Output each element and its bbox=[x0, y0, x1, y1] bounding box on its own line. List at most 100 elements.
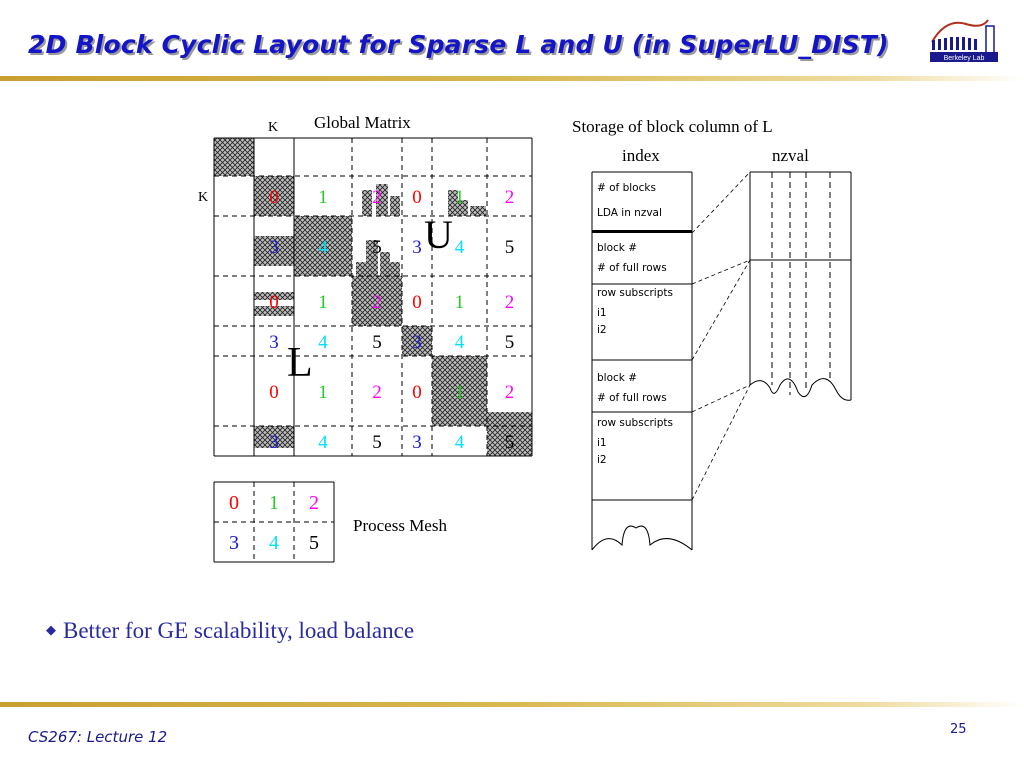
matrix-cell-5-1: 4 bbox=[318, 432, 328, 453]
diag-block-0 bbox=[214, 138, 254, 176]
k-top-label: K bbox=[268, 120, 278, 135]
index-array bbox=[591, 171, 693, 551]
matrix-cell-2-1: 1 bbox=[318, 292, 328, 313]
u-fill-5 bbox=[366, 240, 378, 276]
nzval-array-tail bbox=[749, 378, 852, 401]
matrix-cell-5-3: 3 bbox=[412, 432, 422, 453]
k-left-label: K bbox=[198, 190, 208, 205]
l-fill-1 bbox=[254, 236, 294, 266]
matrix-cell-3-4: 4 bbox=[455, 332, 465, 353]
matrix-cell-3-2: 5 bbox=[372, 332, 382, 353]
u-fill-7 bbox=[390, 262, 400, 276]
index-array-outline bbox=[591, 171, 693, 500]
svg-text:i1: i1 bbox=[597, 307, 607, 319]
matrix-cell-2-5: 2 bbox=[505, 292, 515, 313]
matrix-cell-4-0: 0 bbox=[269, 382, 279, 403]
matrix-grid bbox=[213, 137, 533, 457]
slide-title: 2D Block Cyclic Layout for Sparse L and … bbox=[28, 30, 889, 59]
matrix-cell-0-0: 0 bbox=[269, 187, 279, 208]
matrix-cell-4-2: 2 bbox=[372, 382, 382, 403]
matrix-cell-1-2: 5 bbox=[372, 237, 382, 258]
svg-text:# of blocks: # of blocks bbox=[597, 182, 656, 194]
process-mesh-cells: 0 1 2 3 4 5 bbox=[229, 492, 319, 554]
matrix-cell-4-1: 1 bbox=[318, 382, 328, 403]
bullet-text: Better for GE scalability, load balance bbox=[63, 618, 415, 643]
storage-title: Storage of block column of L bbox=[572, 117, 773, 136]
matrix-cell-1-4: 4 bbox=[455, 237, 465, 258]
matrix-cell-5-2: 5 bbox=[372, 432, 382, 453]
l-label: L bbox=[287, 340, 313, 386]
matrix-cell-5-4: 4 bbox=[455, 432, 465, 453]
matrix-cell-1-1: 4 bbox=[318, 237, 328, 258]
u-fill-2 bbox=[376, 184, 388, 216]
diag-block-5 bbox=[432, 356, 487, 426]
l-fill-3 bbox=[254, 306, 294, 316]
l-fill-2 bbox=[254, 292, 294, 300]
matrix-cell-3-3: 3 bbox=[412, 332, 422, 353]
svg-text:block #: block # bbox=[597, 372, 637, 384]
svg-text:i1: i1 bbox=[597, 437, 607, 449]
diag-block-2 bbox=[294, 216, 352, 276]
matrix-cell-0-4: 1 bbox=[455, 187, 465, 208]
matrix-fill bbox=[214, 138, 532, 456]
mesh-cell-0-2: 2 bbox=[309, 492, 319, 514]
matrix-cell-4-3: 0 bbox=[412, 382, 422, 403]
matrix-cell-0-1: 1 bbox=[318, 187, 328, 208]
l-fill-4 bbox=[254, 426, 294, 448]
svg-text:LDA in nzval: LDA in nzval bbox=[597, 207, 662, 219]
nzval-column-dividers bbox=[771, 172, 831, 395]
bullet-point: ◆ Better for GE scalability, load balance bbox=[46, 618, 414, 644]
u-fill-1 bbox=[362, 190, 372, 216]
matrix-cell-2-3: 0 bbox=[412, 292, 422, 313]
connector-lines bbox=[691, 171, 751, 501]
matrix-cell-3-1: 4 bbox=[318, 332, 328, 353]
diag-block-1 bbox=[254, 176, 294, 216]
block-cyclic-figure: Global Matrix K K 0 1 2 0 1 2 3 4 5 3 4 5 0 1 2 0 1 2 3 4 5 3… bbox=[198, 113, 852, 563]
u-label: U bbox=[424, 212, 453, 257]
logo-text: Berkeley Lab bbox=[944, 55, 985, 62]
matrix-cell-5-5: 5 bbox=[505, 432, 515, 453]
process-mesh-grid bbox=[213, 481, 335, 563]
u-fill-8 bbox=[448, 190, 458, 216]
matrix-cell-3-0: 3 bbox=[269, 332, 279, 353]
matrix-cell-1-5: 5 bbox=[505, 237, 515, 258]
mesh-cell-1-1: 4 bbox=[269, 532, 279, 554]
u-fill-9 bbox=[458, 200, 468, 216]
index-array-tail bbox=[591, 500, 693, 551]
footer-course: CS267: Lecture 12 bbox=[28, 728, 168, 746]
u-fill-10 bbox=[470, 206, 486, 216]
bottom-accent-bar bbox=[0, 702, 1024, 707]
process-mesh-label: Process Mesh bbox=[353, 516, 447, 535]
mesh-cell-1-0: 3 bbox=[229, 532, 239, 554]
global-matrix-label: Global Matrix bbox=[314, 113, 411, 132]
mesh-cell-1-2: 5 bbox=[309, 532, 319, 554]
matrix-cell-4-4: 1 bbox=[455, 382, 465, 403]
svg-text:# of full rows: # of full rows bbox=[597, 262, 667, 274]
page-number: 25 bbox=[950, 722, 967, 737]
svg-text:block #: block # bbox=[597, 242, 637, 254]
svg-text:i2: i2 bbox=[597, 324, 607, 336]
matrix-cell-2-2: 2 bbox=[372, 292, 382, 313]
diamond-bullet-icon: ◆ bbox=[46, 622, 56, 637]
index-dividers bbox=[592, 283, 692, 501]
index-header: index bbox=[622, 146, 660, 165]
matrix-cell-5-0: 3 bbox=[269, 432, 279, 453]
diag-block-4 bbox=[402, 326, 432, 356]
u-fill-4 bbox=[356, 262, 366, 276]
nzval-array bbox=[749, 171, 852, 401]
nzval-array-outline bbox=[749, 171, 852, 400]
mesh-cell-0-0: 0 bbox=[229, 492, 239, 514]
berkeley-lab-logo: Berkeley Lab bbox=[930, 19, 998, 62]
top-accent-bar bbox=[0, 76, 1024, 81]
index-entries: # of blocks LDA in nzval block # # of fu… bbox=[597, 182, 673, 466]
diag-block-6 bbox=[487, 412, 532, 456]
svg-text:row subscripts: row subscripts bbox=[597, 287, 673, 299]
u-fill-6 bbox=[380, 252, 390, 276]
mesh-cell-0-1: 1 bbox=[269, 492, 279, 514]
matrix-cell-0-5: 2 bbox=[505, 187, 515, 208]
svg-text:# of full rows: # of full rows bbox=[597, 392, 667, 404]
matrix-cell-2-0: 0 bbox=[269, 292, 279, 313]
index-thick-divider bbox=[592, 230, 692, 233]
u-fill-3 bbox=[390, 196, 400, 216]
